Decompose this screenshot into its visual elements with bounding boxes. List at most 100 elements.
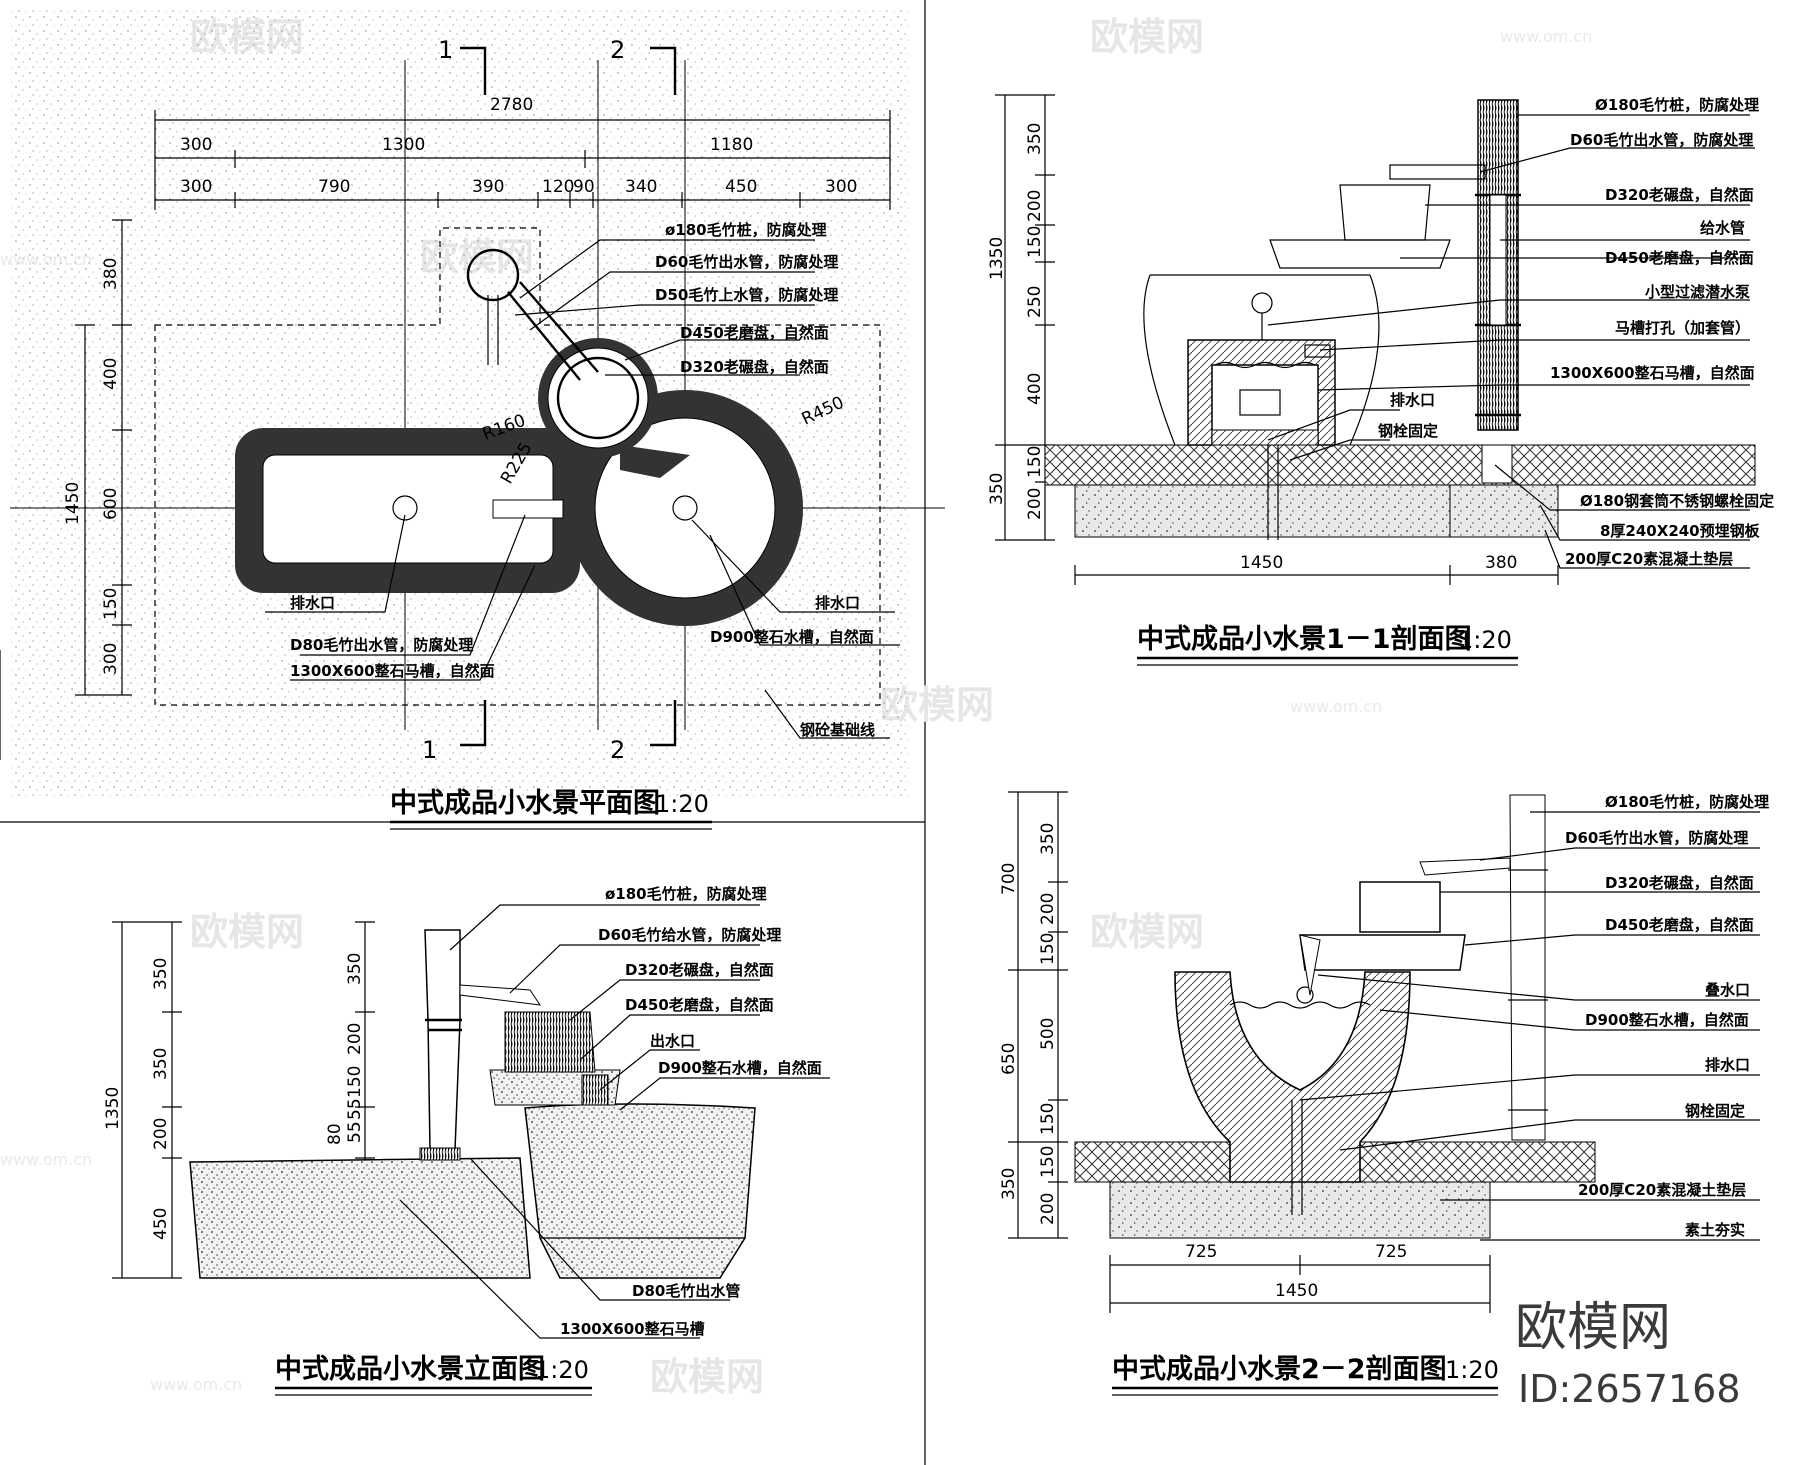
svg-text:中式成品小水景平面图: 中式成品小水景平面图 xyxy=(390,788,660,819)
trough-elev xyxy=(189,1157,531,1279)
plan-title: 中式成品小水景平面图 1:20 xyxy=(390,788,712,830)
d320-stone-s11 xyxy=(1339,184,1431,241)
svg-text:排水口: 排水口 xyxy=(815,594,860,612)
svg-text:300: 300 xyxy=(101,643,121,675)
svg-text:650: 650 xyxy=(999,1043,1019,1075)
svg-text:200: 200 xyxy=(345,1023,365,1055)
svg-text:D450老磨盘，自然面: D450老磨盘，自然面 xyxy=(680,324,829,342)
d900-basin-outline xyxy=(1143,274,1380,446)
svg-text:1450: 1450 xyxy=(1240,553,1283,573)
svg-text:200: 200 xyxy=(1025,190,1045,222)
svg-text:D320老碾盘，自然面: D320老碾盘，自然面 xyxy=(1605,874,1754,892)
svg-text:350: 350 xyxy=(345,953,365,985)
concrete-pad-s22 xyxy=(1109,1181,1491,1239)
svg-text:钢砼基础线: 钢砼基础线 xyxy=(800,721,875,739)
svg-text:欧模网: 欧模网 xyxy=(190,910,304,954)
svg-text:350: 350 xyxy=(151,958,171,990)
bamboo-post-s22 xyxy=(1419,794,1548,1141)
svg-text:Ø180毛竹桩，防腐处理: Ø180毛竹桩，防腐处理 xyxy=(1605,793,1769,811)
svg-text:叠水口: 叠水口 xyxy=(1705,981,1750,999)
svg-text:2: 2 xyxy=(610,736,625,764)
brand-logo: 欧模网 ID:2657168 xyxy=(1515,1298,1741,1411)
sec11-title: 中式成品小水景1－1剖面图 1:20 xyxy=(1137,623,1518,666)
svg-text:2: 2 xyxy=(610,36,625,64)
svg-text:1300X600整石马槽，自然面: 1300X600整石马槽，自然面 xyxy=(290,662,495,680)
svg-text:200: 200 xyxy=(1038,1193,1058,1225)
svg-text:350: 350 xyxy=(1038,823,1058,855)
ground-layer xyxy=(1044,444,1756,486)
pump xyxy=(1239,389,1281,416)
svg-text:1:20: 1:20 xyxy=(535,1356,589,1384)
svg-text:2780: 2780 xyxy=(490,95,533,115)
sec22-dimensions xyxy=(1008,791,1068,1239)
svg-text:200厚C20素混凝土垫层: 200厚C20素混凝土垫层 xyxy=(1565,550,1733,568)
svg-text:380: 380 xyxy=(101,258,121,290)
bamboo-post-plan xyxy=(466,248,520,302)
foundation-outline xyxy=(154,227,881,706)
svg-text:1:20: 1:20 xyxy=(1445,1356,1499,1384)
svg-text:ø180毛竹桩，防腐处理: ø180毛竹桩，防腐处理 xyxy=(665,221,827,239)
svg-text:D60毛竹出水管，防腐处理: D60毛竹出水管，防腐处理 xyxy=(1570,131,1753,149)
svg-text:马槽打孔（加套管）: 马槽打孔（加套管） xyxy=(1615,319,1750,337)
section-marks xyxy=(460,46,677,747)
svg-text:Ø180毛竹桩，防腐处理: Ø180毛竹桩，防腐处理 xyxy=(1595,96,1759,114)
svg-text:小型过滤潜水泵: 小型过滤潜水泵 xyxy=(1645,283,1750,301)
roller-stone-elev xyxy=(504,1011,596,1073)
section-2-2: 700 650 350 350 200 150 500 150 150 200 xyxy=(999,791,1769,1396)
sand-background xyxy=(10,10,910,800)
svg-text:D320老碾盘，自然面: D320老碾盘，自然面 xyxy=(1605,186,1754,204)
svg-text:D450老磨盘，自然面: D450老磨盘，自然面 xyxy=(1605,916,1754,934)
svg-text:150: 150 xyxy=(101,588,121,620)
elevation-view: 1350 350 350 200 450 350 200 150 55 55 8… xyxy=(103,885,830,1396)
svg-text:钢栓固定: 钢栓固定 xyxy=(1378,422,1438,440)
svg-text:中式成品小水景1－1剖面图: 中式成品小水景1－1剖面图 xyxy=(1137,623,1472,655)
svg-text:150: 150 xyxy=(345,1066,365,1098)
svg-text:1: 1 xyxy=(422,736,437,764)
svg-text:排水口: 排水口 xyxy=(1390,391,1435,409)
svg-text:D450老磨盘，自然面: D450老磨盘，自然面 xyxy=(1605,249,1754,267)
svg-text:725: 725 xyxy=(1185,1242,1217,1262)
sec22-title: 中式成品小水景2－2剖面图 1:20 xyxy=(1112,1353,1499,1396)
svg-text:350: 350 xyxy=(987,473,1007,505)
svg-text:700: 700 xyxy=(999,863,1019,895)
svg-text:排水口: 排水口 xyxy=(1705,1056,1750,1074)
svg-text:725: 725 xyxy=(1375,1242,1407,1262)
section-1-1: 1350 350 200 150 250 400 350 150 200 xyxy=(987,94,1774,666)
svg-text:1450: 1450 xyxy=(63,482,83,525)
svg-text:400: 400 xyxy=(101,358,121,390)
svg-text:150: 150 xyxy=(1038,1146,1058,1178)
svg-text:300: 300 xyxy=(180,135,212,155)
svg-text:1350: 1350 xyxy=(103,1087,123,1130)
svg-text:www.om.cn: www.om.cn xyxy=(1290,697,1382,716)
svg-text:250: 250 xyxy=(1025,286,1045,318)
svg-text:600: 600 xyxy=(101,488,121,520)
svg-text:55: 55 xyxy=(345,1121,365,1143)
plan-dimensions: 2780 300 1300 1180 300 790 390 120 90 34… xyxy=(63,95,891,696)
svg-text:D900整石水槽，自然面: D900整石水槽，自然面 xyxy=(658,1059,822,1077)
plan-view: 2780 300 1300 1180 300 790 390 120 90 34… xyxy=(10,10,945,830)
svg-text:1450: 1450 xyxy=(1275,1281,1318,1301)
svg-text:D80毛竹出水管，防腐处理: D80毛竹出水管，防腐处理 xyxy=(290,636,473,654)
svg-text:300: 300 xyxy=(825,177,857,197)
svg-text:给水管: 给水管 xyxy=(1700,219,1745,237)
svg-text:350: 350 xyxy=(151,1048,171,1080)
svg-text:欧模网: 欧模网 xyxy=(1090,910,1204,954)
svg-text:350: 350 xyxy=(1025,123,1045,155)
svg-text:www.om.cn: www.om.cn xyxy=(1500,27,1592,46)
svg-text:150: 150 xyxy=(1038,933,1058,965)
svg-text:ø180毛竹桩，防腐处理: ø180毛竹桩，防腐处理 xyxy=(605,885,767,903)
svg-text:150: 150 xyxy=(1025,446,1045,478)
d450-millstone-s11 xyxy=(1269,239,1451,269)
svg-text:80: 80 xyxy=(325,1123,345,1145)
svg-text:1:20: 1:20 xyxy=(1458,626,1512,654)
concrete-pad xyxy=(1074,484,1451,538)
svg-text:790: 790 xyxy=(318,177,350,197)
svg-text:D320老碾盘，自然面: D320老碾盘，自然面 xyxy=(680,358,829,376)
svg-text:D900整石水槽，自然面: D900整石水槽，自然面 xyxy=(1585,1011,1749,1029)
svg-text:350: 350 xyxy=(999,1168,1019,1200)
svg-text:1: 1 xyxy=(438,36,453,64)
svg-text:390: 390 xyxy=(472,177,504,197)
svg-text:欧模网: 欧模网 xyxy=(1515,1298,1671,1358)
svg-text:200: 200 xyxy=(151,1118,171,1150)
